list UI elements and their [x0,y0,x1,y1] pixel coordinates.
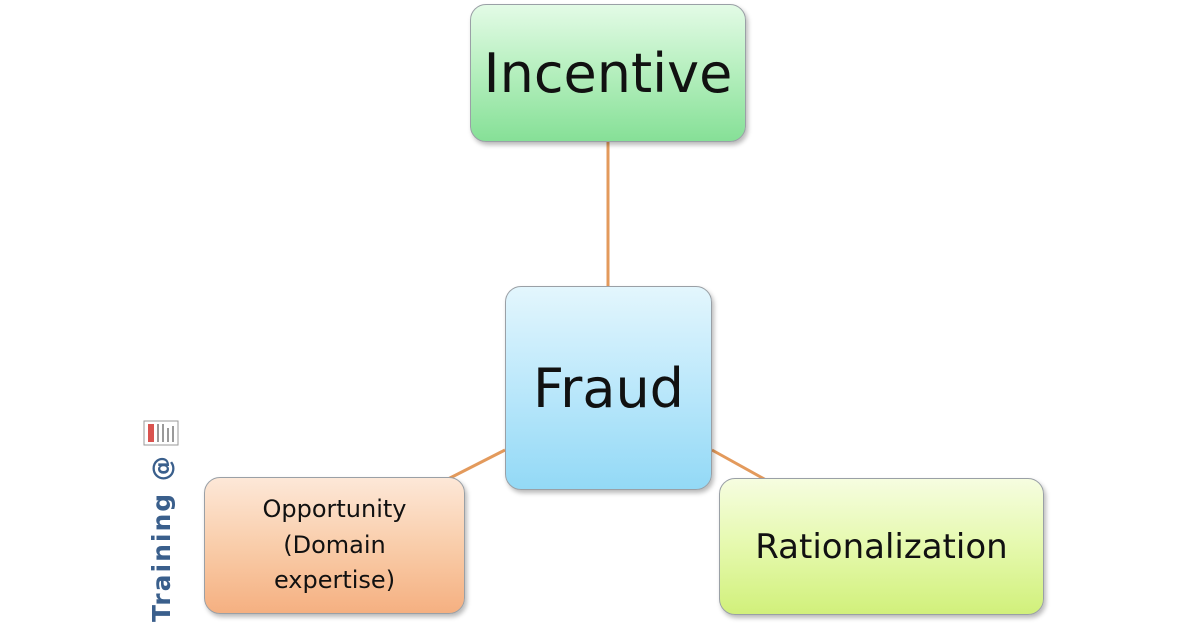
rationalization-node: Rationalization [719,478,1044,615]
incentive-node: Incentive [470,4,746,142]
watermark: Training @ [143,420,179,622]
document-logo-icon [143,420,179,446]
opportunity-label: Opportunity (Domain expertise) [262,495,407,595]
fraud-node: Fraud [505,286,712,490]
fraud-label: Fraud [533,356,684,420]
opportunity-node: Opportunity (Domain expertise) [204,477,465,614]
connector-fraud-rationalization [711,448,767,482]
watermark-text: Training @ [146,454,176,622]
connector-fraud-opportunity [447,448,506,481]
incentive-label: Incentive [483,41,733,105]
rationalization-label: Rationalization [755,526,1008,567]
